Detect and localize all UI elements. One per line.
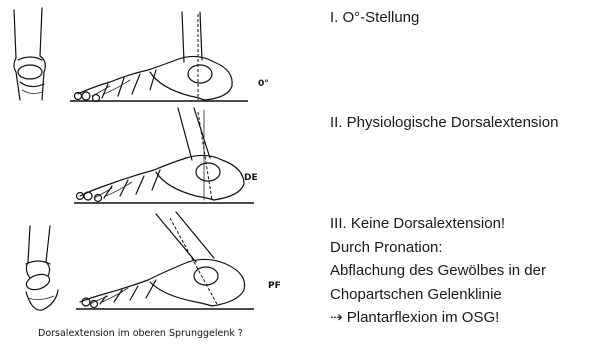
ankle-rear-view-sketch xyxy=(14,8,45,100)
figure-caption: Dorsalextension im oberen Sprunggelenk ? xyxy=(38,328,243,339)
foot-side-view-dorsalextension xyxy=(77,108,245,202)
note-line-flattening: Abflachung des Gewölbes in der xyxy=(330,259,546,283)
panel-neutral-position: 0° xyxy=(14,8,269,102)
note-stage-dorsal-extension: II. Physiologische Dorsalextension xyxy=(330,111,558,135)
note-line-cause: Durch Pronation: xyxy=(330,236,546,260)
note-stage-plantar-flexion: III. Keine Dorsalextension! Durch Pronat… xyxy=(330,212,546,330)
note-line-chopart: Chopartschen Gelenklinie xyxy=(330,283,546,307)
stage-tag-plantar-flexion: PF xyxy=(268,281,281,291)
foot-side-view-neutral xyxy=(75,12,233,102)
ankle-rear-view-pronation-sketch xyxy=(24,226,58,310)
note-stage-neutral-line: I. O°-Stellung xyxy=(330,6,419,30)
note-line-heading: III. Keine Dorsalextension! xyxy=(330,212,546,236)
note-line-conclusion: ⇢ Plantarflexion im OSG! xyxy=(330,306,546,330)
note-stage-dorsal-extension-line: II. Physiologische Dorsalextension xyxy=(330,111,558,135)
note-stage-neutral: I. O°-Stellung xyxy=(330,6,419,30)
stage-tag-neutral: 0° xyxy=(258,79,269,89)
foot-side-view-plantarflexion xyxy=(80,212,245,308)
stage-tag-dorsal-extension: DE xyxy=(244,173,258,183)
panel-plantar-flexion: PF xyxy=(24,212,280,310)
foot-skeleton-illustration: 0° DE xyxy=(0,0,320,347)
panel-dorsal-extension: DE xyxy=(74,108,258,203)
